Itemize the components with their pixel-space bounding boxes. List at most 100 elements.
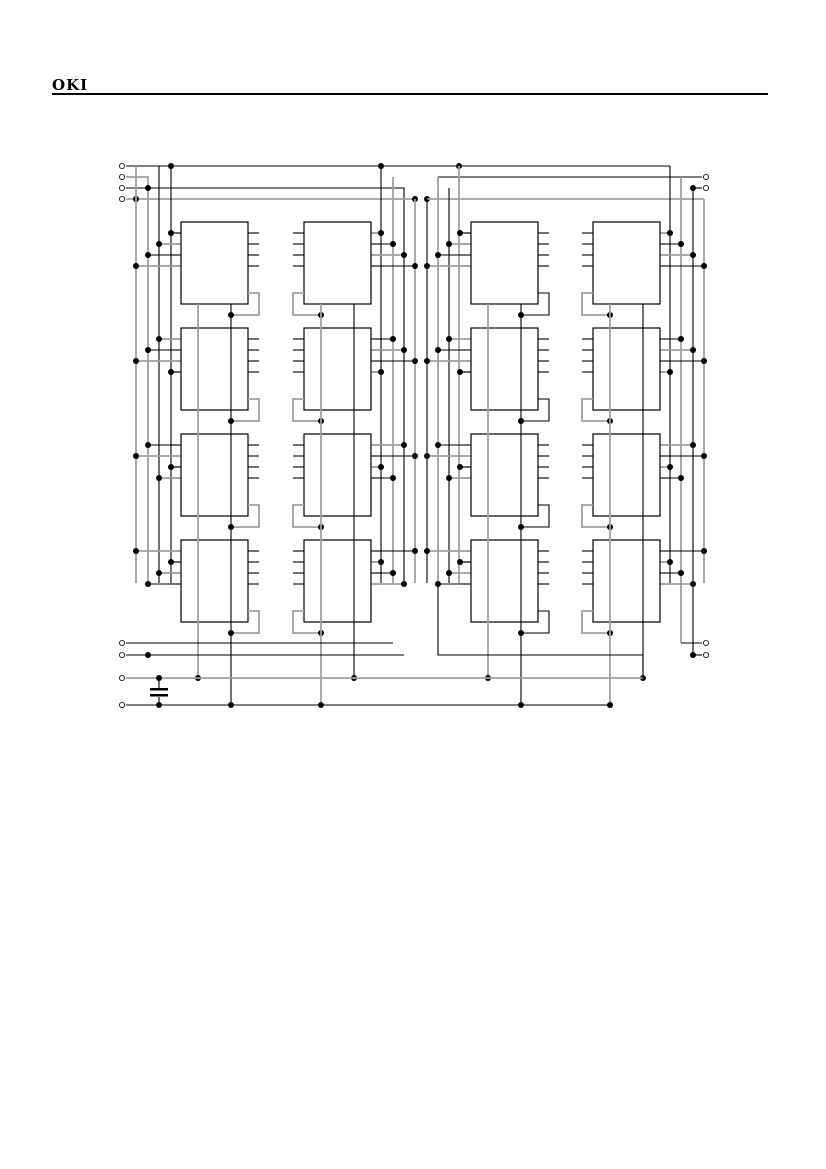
loop-wire bbox=[581, 610, 610, 634]
junction-dot bbox=[168, 230, 174, 236]
memory-chip bbox=[180, 221, 249, 305]
memory-chip bbox=[470, 433, 539, 517]
memory-chip bbox=[592, 539, 661, 623]
junction-dot bbox=[145, 442, 151, 448]
junction-dot bbox=[412, 548, 418, 554]
junction-dot bbox=[435, 347, 441, 353]
memory-chip bbox=[180, 433, 249, 517]
oki-logo: OKI bbox=[52, 76, 89, 94]
junction-dot bbox=[457, 464, 463, 470]
junction-dot bbox=[145, 652, 151, 658]
junction-dot bbox=[412, 263, 418, 269]
junction-dot bbox=[133, 263, 139, 269]
junction-dot bbox=[378, 369, 384, 375]
terminal-circle bbox=[703, 184, 710, 191]
junction-dot bbox=[701, 548, 707, 554]
junction-dot bbox=[457, 230, 463, 236]
junction-dot bbox=[412, 358, 418, 364]
junction-dot bbox=[678, 336, 684, 342]
loop-wire bbox=[231, 504, 260, 528]
junction-dot bbox=[401, 581, 407, 587]
junction-dot bbox=[435, 442, 441, 448]
junction-dot bbox=[667, 464, 673, 470]
junction-dot bbox=[678, 475, 684, 481]
junction-dot bbox=[412, 453, 418, 459]
junction-dot bbox=[156, 241, 162, 247]
junction-dot bbox=[424, 358, 430, 364]
loop-wire bbox=[231, 292, 260, 316]
memory-chip bbox=[303, 221, 372, 305]
junction-dot bbox=[156, 475, 162, 481]
wire bbox=[437, 583, 644, 678]
loop-wire bbox=[292, 504, 321, 528]
junction-dot bbox=[701, 263, 707, 269]
junction-dot bbox=[378, 559, 384, 565]
memory-chip bbox=[592, 221, 661, 305]
memory-chip bbox=[303, 539, 372, 623]
junction-dot bbox=[156, 570, 162, 576]
terminal-circle bbox=[119, 702, 126, 709]
memory-chip bbox=[592, 433, 661, 517]
memory-chip bbox=[470, 327, 539, 411]
junction-dot bbox=[378, 230, 384, 236]
input-line-2 bbox=[126, 176, 149, 583]
junction-dot bbox=[424, 548, 430, 554]
junction-dot bbox=[133, 548, 139, 554]
junction-dot bbox=[690, 652, 696, 658]
memory-chip bbox=[470, 221, 539, 305]
junction-dot bbox=[690, 581, 696, 587]
loop-wire bbox=[521, 398, 550, 422]
junction-dot bbox=[168, 369, 174, 375]
header-rule bbox=[52, 93, 768, 95]
junction-dot bbox=[390, 475, 396, 481]
loop-wire bbox=[292, 610, 321, 634]
junction-dot bbox=[390, 241, 396, 247]
loop-wire bbox=[521, 292, 550, 316]
junction-dot bbox=[690, 442, 696, 448]
terminal-circle bbox=[119, 652, 126, 659]
capacitor-plate bbox=[150, 688, 168, 691]
memory-chip bbox=[180, 539, 249, 623]
junction-dot bbox=[390, 570, 396, 576]
terminal-circle bbox=[119, 173, 126, 180]
terminal-circle bbox=[119, 184, 126, 191]
junction-dot bbox=[133, 453, 139, 459]
junction-dot bbox=[145, 252, 151, 258]
junction-dot bbox=[435, 252, 441, 258]
junction-dot bbox=[457, 369, 463, 375]
junction-dot bbox=[378, 464, 384, 470]
junction-dot bbox=[133, 358, 139, 364]
memory-chip bbox=[592, 327, 661, 411]
loop-wire bbox=[292, 292, 321, 316]
loop-wire bbox=[581, 398, 610, 422]
junction-dot bbox=[390, 336, 396, 342]
junction-dot bbox=[690, 252, 696, 258]
terminal-circle bbox=[119, 640, 126, 647]
junction-dot bbox=[156, 336, 162, 342]
junction-dot bbox=[401, 442, 407, 448]
junction-dot bbox=[446, 336, 452, 342]
junction-dot bbox=[145, 347, 151, 353]
junction-dot bbox=[457, 559, 463, 565]
terminal-circle bbox=[119, 675, 126, 682]
loop-wire bbox=[521, 504, 550, 528]
junction-dot bbox=[678, 241, 684, 247]
loop-wire bbox=[521, 610, 550, 634]
terminal-circle bbox=[703, 640, 710, 647]
terminal-circle bbox=[703, 652, 710, 659]
junction-dot bbox=[424, 453, 430, 459]
junction-dot bbox=[667, 369, 673, 375]
junction-dot bbox=[401, 347, 407, 353]
input-line-3 bbox=[126, 187, 405, 583]
junction-dot bbox=[446, 241, 452, 247]
capacitor-plate bbox=[150, 694, 168, 697]
terminal-circle bbox=[119, 162, 126, 169]
junction-dot bbox=[678, 570, 684, 576]
loop-wire bbox=[581, 292, 610, 316]
terminal-circle bbox=[703, 173, 710, 180]
memory-chip bbox=[303, 433, 372, 517]
junction-dot bbox=[690, 347, 696, 353]
junction-dot bbox=[401, 252, 407, 258]
memory-chip bbox=[180, 327, 249, 411]
